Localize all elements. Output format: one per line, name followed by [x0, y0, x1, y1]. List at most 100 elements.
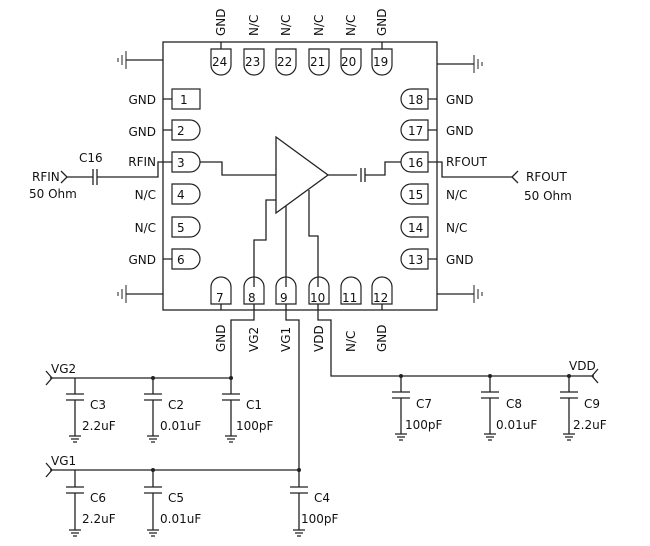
c1-capacitor-icon	[222, 378, 240, 443]
ground-corner-bottom-left-icon	[117, 285, 163, 303]
pin-15-number: 15	[408, 188, 423, 202]
pin-16-number: 16	[408, 156, 423, 170]
rfin-port-arrow-icon	[60, 170, 68, 184]
pin-3-number: 3	[177, 156, 185, 170]
rfout-port-label: RFOUT	[526, 170, 567, 184]
pin-9-label: VG1	[279, 327, 293, 352]
pin-4-label: N/C	[135, 188, 156, 202]
pin-16: 16 RFOUT	[400, 151, 487, 173]
pin-4: 4 N/C	[135, 183, 201, 205]
pin-22-number: 22	[277, 55, 292, 69]
vg1-bus	[50, 304, 300, 471]
pin-7-label: GND	[214, 324, 228, 352]
c9-capacitor-icon	[560, 376, 578, 441]
pin-5: 5 N/C	[135, 216, 201, 238]
pin-17-number: 17	[408, 124, 423, 138]
pin-14-number: 14	[408, 221, 423, 235]
pin-12: 12 GND	[371, 276, 393, 352]
pin-11: 11 N/C	[340, 276, 362, 352]
vdd-port-arrow-icon	[591, 368, 599, 384]
pin-12-number: 12	[373, 291, 388, 305]
pin-11-number: 11	[342, 291, 357, 305]
pin-20-label: N/C	[344, 15, 358, 36]
amplifier-triangle-icon	[275, 135, 330, 215]
rfin-trace	[97, 161, 172, 178]
pin-16-label: RFOUT	[446, 155, 487, 169]
pin-7-number: 7	[216, 291, 224, 305]
pin-2-label: GND	[128, 125, 156, 139]
pin-5-number: 5	[177, 221, 185, 235]
c8-capacitor-icon	[481, 376, 499, 441]
pin-17: 17 GND	[400, 119, 474, 141]
c6-value: 2.2uF	[82, 512, 116, 526]
pin-24-label: GND	[214, 8, 228, 36]
c1-ref: C1	[246, 398, 262, 412]
pin-10: 10 VDD	[308, 276, 330, 352]
rfin-impedance: 50 Ohm	[29, 187, 77, 201]
rfout-trace	[428, 161, 512, 178]
pin-15: 15 N/C	[400, 183, 467, 205]
pin-1-number: 1	[180, 93, 188, 107]
pin-21-number: 21	[310, 55, 325, 69]
vdd-internal-trace	[308, 190, 319, 287]
c5-capacitor-icon	[144, 470, 162, 537]
pin-14-label: N/C	[446, 221, 467, 235]
pin-13-label: GND	[446, 253, 474, 267]
pin-17-label: GND	[446, 124, 474, 138]
pin-6: 6 GND	[128, 248, 201, 270]
pin-1-label: GND	[128, 93, 156, 107]
vdd-bus	[317, 304, 594, 377]
pin-13-number: 13	[408, 253, 423, 267]
c16-capacitor-icon	[92, 169, 98, 185]
c3-value: 2.2uF	[82, 419, 116, 433]
c7-value: 100pF	[405, 418, 443, 432]
pin-23: 23 N/C	[243, 15, 265, 76]
c7-capacitor-icon	[392, 376, 410, 441]
pin-21: 21 N/C	[308, 15, 330, 76]
pin-5-label: N/C	[135, 221, 156, 235]
pin-13: 13 GND	[400, 248, 474, 270]
gnd-pin-straps-vertical	[220, 42, 383, 310]
pin-3-label: RFIN	[128, 155, 156, 169]
pin-21-label: N/C	[312, 15, 326, 36]
c5-value: 0.01uF	[160, 512, 201, 526]
pin-1: 1 GND	[128, 88, 201, 110]
pin-23-number: 23	[245, 55, 260, 69]
pin-4-number: 4	[177, 188, 185, 202]
c6-ref: C6	[90, 491, 106, 505]
pin-15-label: N/C	[446, 188, 467, 202]
c9-ref: C9	[584, 397, 600, 411]
c2-capacitor-icon	[144, 378, 162, 443]
vdd-port-label: VDD	[569, 359, 596, 373]
vg2-port-label: VG2	[51, 362, 76, 376]
ground-corner-bottom-right-icon	[437, 285, 483, 303]
pin-24-number: 24	[212, 55, 227, 69]
pin-12-label: GND	[375, 324, 389, 352]
pin-19-number: 19	[373, 55, 388, 69]
ground-corner-top-left-icon	[117, 51, 163, 69]
rfout-port-arrow-icon	[511, 170, 519, 184]
rfout-internal-trace-b	[365, 161, 401, 176]
vg1-port-arrow-icon	[45, 462, 53, 478]
pin-2-number: 2	[177, 124, 185, 138]
pin-7: 7 GND	[210, 276, 232, 352]
pin-22: 22 N/C	[275, 15, 297, 76]
c7-ref: C7	[416, 397, 432, 411]
pin-20: 20 N/C	[340, 15, 362, 76]
internal-dc-block-cap-icon	[360, 168, 366, 182]
ic-package-outline	[162, 41, 438, 311]
c2-value: 0.01uF	[160, 419, 201, 433]
pin-18-number: 18	[408, 93, 423, 107]
pin-18-label: GND	[446, 93, 474, 107]
c16-ref: C16	[79, 151, 103, 165]
pin-10-number: 10	[310, 291, 325, 305]
c2-ref: C2	[168, 398, 184, 412]
c4-ref: C4	[314, 491, 330, 505]
ground-corner-top-right-icon	[437, 55, 483, 73]
pin-23-label: N/C	[247, 15, 261, 36]
rfout-impedance: 50 Ohm	[524, 189, 572, 203]
c8-value: 0.01uF	[496, 418, 537, 432]
vg2-internal-trace	[253, 199, 276, 287]
pin-22-label: N/C	[279, 15, 293, 36]
pin-14: 14 N/C	[400, 216, 467, 238]
